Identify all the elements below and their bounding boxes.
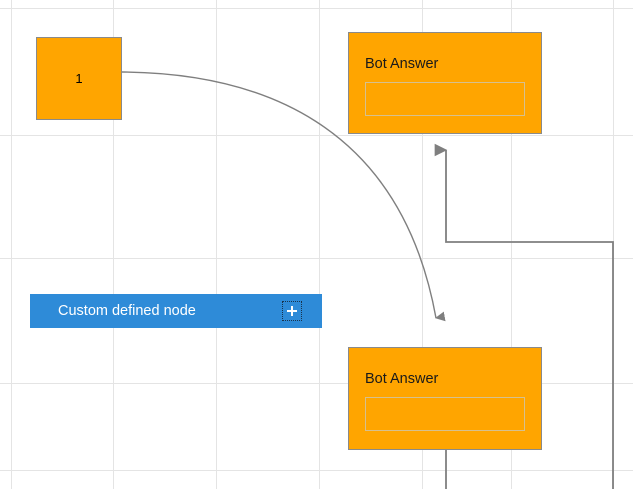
bot-answer-top-title: Bot Answer: [365, 56, 439, 72]
start-node[interactable]: 1: [36, 37, 122, 120]
custom-defined-node-button[interactable]: Custom defined node: [30, 294, 322, 328]
bot-answer-top-slot[interactable]: [365, 82, 525, 116]
edge-loop-back-to-bot-answer-top[interactable]: [434, 143, 614, 489]
bot-answer-bottom-slot[interactable]: [365, 397, 525, 431]
bot-answer-bottom-title: Bot Answer: [365, 371, 439, 387]
bot-answer-node-top[interactable]: Bot Answer: [348, 32, 542, 134]
bot-answer-node-bottom[interactable]: Bot Answer: [348, 347, 542, 450]
start-node-label: 1: [75, 71, 83, 86]
edge-start-to-bot-answer-bottom[interactable]: [121, 71, 446, 322]
plus-icon[interactable]: [282, 301, 302, 321]
custom-defined-node-label: Custom defined node: [58, 302, 196, 319]
